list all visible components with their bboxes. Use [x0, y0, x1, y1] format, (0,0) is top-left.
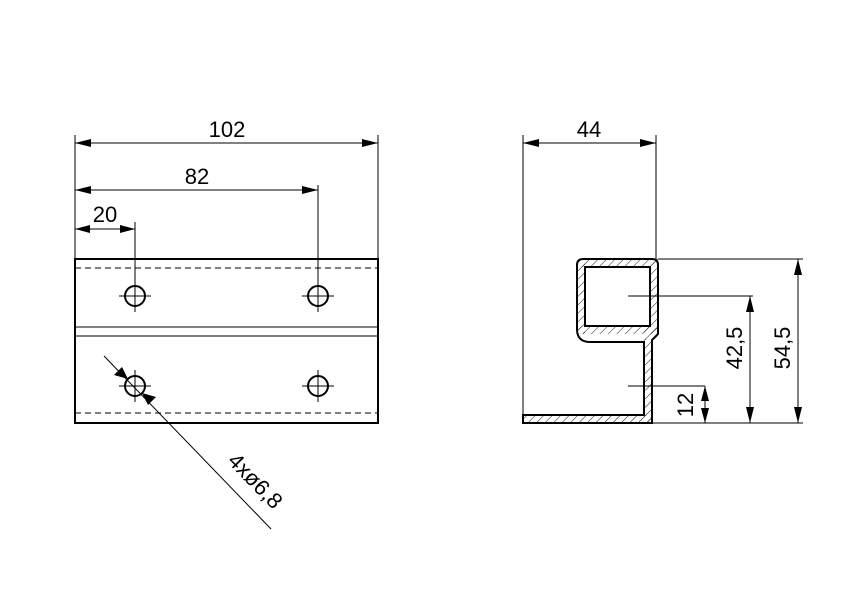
- dimension-depth: 44: [523, 117, 656, 147]
- hole-top-right: [302, 280, 334, 312]
- side-view: 44 12 42,5 54,5: [522, 117, 803, 424]
- dim-label-102: 102: [209, 117, 246, 142]
- hole-bottom-right: [302, 370, 334, 402]
- hole-bottom-left: [119, 370, 151, 402]
- dimension-hole-offset: 20: [75, 202, 135, 233]
- dimension-54-5: 54,5: [770, 259, 802, 423]
- hole-callout-leader: 4xø6,8: [103, 355, 288, 530]
- dim-label-54-5: 54,5: [770, 327, 795, 370]
- dim-label-44: 44: [577, 117, 601, 142]
- dimension-12: 12: [673, 386, 709, 423]
- front-view: 102 82 20 4xø6,8: [74, 117, 379, 530]
- dim-label-82: 82: [185, 164, 209, 189]
- hole-callout-label: 4xø6,8: [223, 448, 288, 514]
- dimension-overall-width: 102: [75, 117, 378, 147]
- dimension-hole-spacing: 82: [75, 164, 318, 194]
- hole-top-left: [119, 280, 151, 312]
- dimension-42-5: 42,5: [722, 296, 754, 423]
- plate-outline: [74, 258, 379, 424]
- dim-label-20: 20: [93, 202, 117, 227]
- dim-label-42-5: 42,5: [722, 327, 747, 370]
- dim-label-12: 12: [673, 393, 698, 417]
- channel-section: [522, 258, 659, 424]
